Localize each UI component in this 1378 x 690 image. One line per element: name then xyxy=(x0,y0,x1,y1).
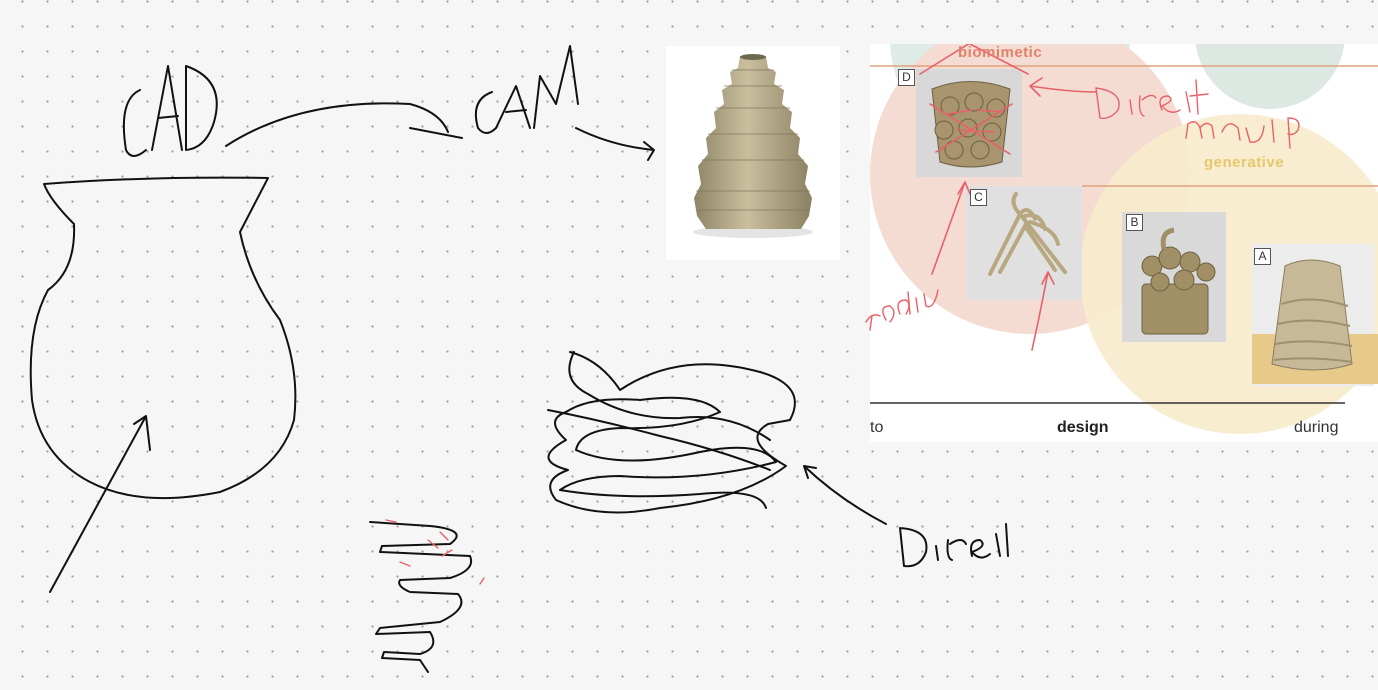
category-generative: generative xyxy=(1204,154,1285,171)
tag-b: B xyxy=(1126,214,1143,231)
axis-label-center: design xyxy=(1057,419,1109,436)
handwriting-cam xyxy=(474,45,579,134)
tag-d: D xyxy=(898,69,915,86)
axis-label-left: to xyxy=(870,419,884,436)
arrow-cam-to-photo xyxy=(575,127,655,161)
tangle-scribble-2 xyxy=(547,351,771,471)
spiral-zigzag-sketch xyxy=(369,521,472,673)
vase-photo[interactable] xyxy=(666,46,840,260)
handwriting-cad xyxy=(122,65,218,157)
category-biomimetic: biomimetic xyxy=(958,44,1043,61)
tag-a: A xyxy=(1254,248,1271,265)
arrow-cad-to-cam xyxy=(225,102,463,147)
handwriting-direct xyxy=(899,523,1009,568)
arrow-to-tangle xyxy=(803,465,887,525)
tangle-scribble xyxy=(547,351,796,514)
axis-label-right: during xyxy=(1294,419,1339,436)
arrow-into-vase xyxy=(49,415,151,593)
tag-c: C xyxy=(970,189,987,206)
reference-figure[interactable]: biomimetic generative D C B A to design … xyxy=(870,44,1378,442)
reference-figure-graphics xyxy=(870,44,1378,434)
vase-outline-sketch xyxy=(29,176,297,500)
ribbed-vase-image xyxy=(693,54,813,238)
